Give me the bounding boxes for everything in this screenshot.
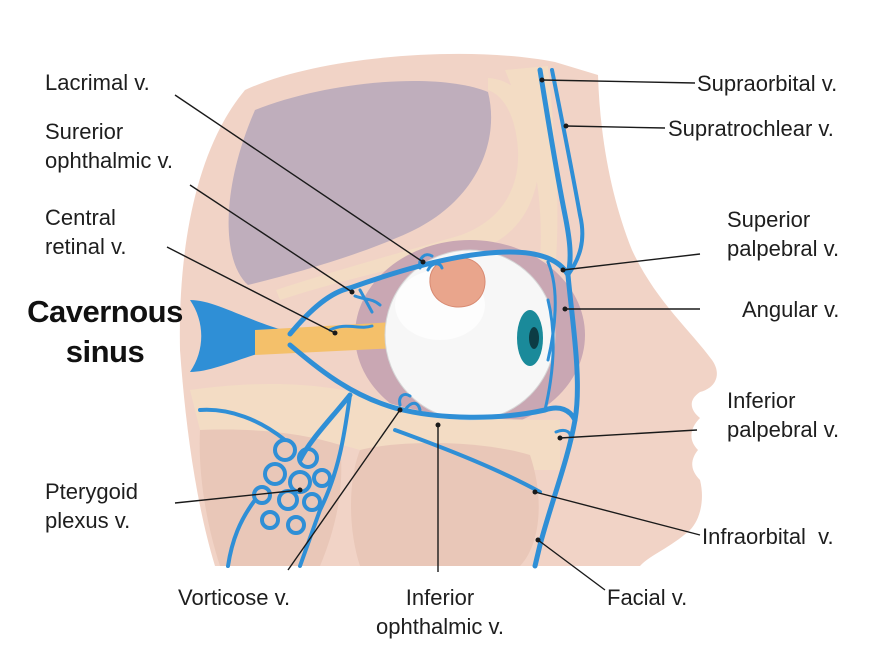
label-supratrochlear-text: Supratrochlear v.: [668, 116, 834, 141]
label-angular: Angular v.: [742, 295, 839, 324]
title-line1: Cavernous: [27, 294, 183, 329]
label-infraorbital: Infraorbital v.: [702, 522, 834, 551]
cranial-cavity: [228, 80, 492, 285]
label-lacrimal-text: Lacrimal v.: [45, 70, 150, 95]
label-pterygoid-line1: Pterygoid: [45, 479, 138, 504]
label-vorticose-text: Vorticose v.: [178, 585, 291, 610]
label-central-retinal-line2: retinal v.: [45, 234, 127, 259]
leader-lines: [166, 79, 701, 591]
label-supraorbital-text: Supraorbital v.: [697, 71, 838, 96]
nasal-bone: [505, 66, 558, 262]
label-inferior-ophthalmic-line1: Inferior: [405, 585, 475, 610]
label-inferior-ophthalmic-line2: ophthalmic v.: [376, 614, 504, 639]
label-superior-ophthalmic-line1: Surerior: [45, 119, 124, 144]
cavernous-sinus-shape: [190, 300, 290, 372]
label-vorticose: Vorticose v.: [178, 583, 290, 612]
maxillary-sinus: [351, 443, 539, 566]
label-inferior-palpebral-line1: Inferior: [727, 388, 796, 413]
title-line2: sinus: [65, 334, 145, 369]
label-central-retinal-line1: Central: [45, 205, 116, 230]
label-angular-text: Angular v.: [742, 297, 840, 322]
label-pterygoid-line2: plexus v.: [45, 508, 131, 533]
label-lacrimal: Lacrimal v.: [45, 68, 150, 97]
label-superior-palpebral: Superior palpebral v.: [727, 205, 839, 263]
cavernous-sinus-title: Cavernous sinus: [20, 292, 190, 372]
label-superior-palpebral-line1: Superior: [727, 207, 811, 232]
label-superior-palpebral-line2: palpebral v.: [727, 236, 840, 261]
label-infraorbital-text: Infraorbital v.: [702, 524, 834, 549]
label-facial: Facial v.: [607, 583, 687, 612]
label-supratrochlear: Supratrochlear v.: [668, 114, 834, 143]
label-superior-ophthalmic-line2: ophthalmic v.: [45, 148, 173, 173]
label-inferior-palpebral: Inferior palpebral v.: [727, 386, 839, 444]
label-facial-text: Facial v.: [607, 585, 688, 610]
label-pterygoid-plexus: Pterygoid plexus v.: [45, 477, 138, 535]
leader-arrowheads: [297, 77, 569, 543]
label-superior-ophthalmic: Surerior ophthalmic v.: [45, 117, 173, 175]
label-central-retinal: Central retinal v.: [45, 203, 127, 261]
label-inferior-palpebral-line2: palpebral v.: [727, 417, 840, 442]
label-supraorbital: Supraorbital v.: [697, 69, 837, 98]
label-inferior-ophthalmic: Inferior ophthalmic v.: [365, 583, 515, 641]
